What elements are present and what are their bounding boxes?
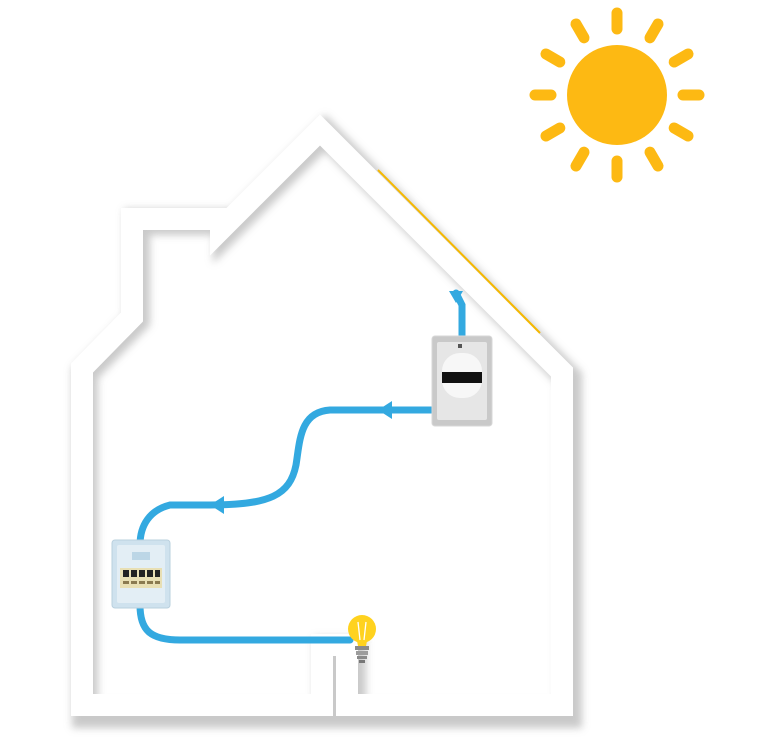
light-bulb-icon	[348, 615, 376, 663]
sun-ray	[644, 146, 664, 172]
sun-ray	[644, 18, 664, 44]
solar-panel-icon	[377, 169, 541, 334]
sun-ray	[570, 146, 590, 172]
arrow-icon	[378, 401, 392, 419]
sun-ray	[668, 122, 694, 142]
sun-icon	[529, 7, 705, 183]
wire-path	[136, 289, 466, 644]
sun-ray	[540, 122, 566, 142]
wire-breaker-to-bulb	[136, 601, 354, 644]
sun-ray	[570, 18, 590, 44]
house-outline-icon	[71, 114, 573, 716]
arrow-icon	[449, 291, 463, 303]
sun-ray	[668, 48, 694, 68]
sun-ray	[540, 48, 566, 68]
breaker-panel-icon	[111, 539, 171, 609]
electricity-meter-icon	[431, 335, 493, 427]
wire-meter-to-breaker	[136, 406, 436, 549]
arrow-icon	[210, 496, 224, 514]
